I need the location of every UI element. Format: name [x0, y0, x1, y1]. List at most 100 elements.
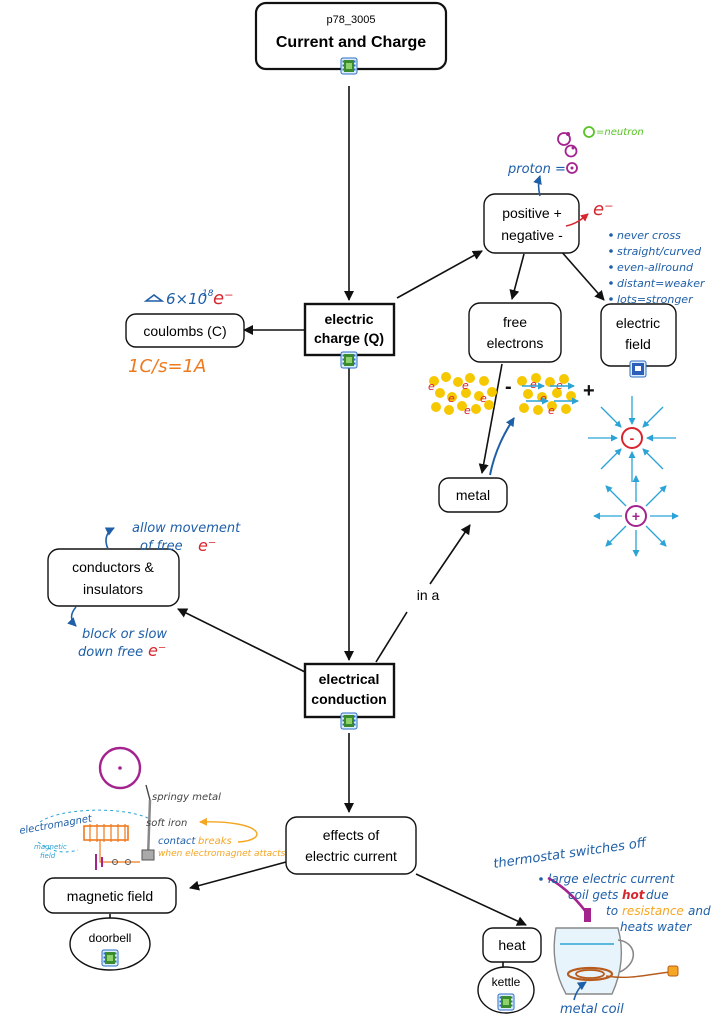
link-charge-posneg — [396, 250, 483, 299]
svg-text:effects of: effects of — [323, 827, 380, 843]
svg-text:conduction: conduction — [311, 691, 386, 707]
presentation-icon[interactable] — [629, 360, 647, 378]
node-electric-field[interactable]: electric field — [600, 303, 677, 367]
svg-text:allow movement: allow movement — [132, 521, 241, 536]
svg-text:electric current: electric current — [305, 848, 397, 864]
svg-text:large electric current: large electric current — [548, 872, 676, 886]
svg-text:never cross: never cross — [617, 229, 681, 242]
link-effects-heat — [415, 873, 527, 926]
svg-text:when electromagnet attacts: when electromagnet attacts — [158, 849, 286, 859]
plus-sign: + — [583, 380, 595, 402]
title-id: p78_3005 — [327, 14, 376, 26]
video-icon[interactable] — [340, 712, 358, 730]
node-effects-electric-current[interactable]: effects of electric current — [285, 816, 417, 875]
svg-text:insulators: insulators — [83, 581, 143, 597]
svg-text:distant=weaker: distant=weaker — [617, 277, 706, 290]
link-label-in-a: in a — [417, 587, 440, 603]
svg-text:coulombs (C): coulombs (C) — [143, 323, 226, 339]
node-heat[interactable]: heat — [482, 927, 542, 963]
svg-text:e⁻: e⁻ — [148, 641, 166, 660]
svg-text:due: due — [646, 888, 669, 902]
video-icon[interactable] — [340, 57, 358, 75]
svg-text:metal coil: metal coil — [560, 1002, 624, 1017]
svg-text:block or slow: block or slow — [82, 627, 167, 642]
node-electrical-conduction[interactable]: electrical conduction — [303, 662, 396, 719]
doorbell-sketch: springy metal electromagnet soft iron ma… — [19, 746, 286, 870]
title-node[interactable]: p78_3005 Current and Charge — [254, 1, 448, 71]
svg-text:+: + — [632, 508, 640, 524]
svg-text:e: e — [448, 392, 455, 405]
svg-text:resistance: resistance — [622, 904, 684, 918]
node-conductors-insulators[interactable]: conductors & insulators — [47, 548, 180, 607]
svg-text:positive +: positive + — [502, 205, 562, 221]
svg-text:magnetic field: magnetic field — [67, 888, 153, 904]
svg-text:hot: hot — [622, 888, 646, 902]
svg-text:kettle: kettle — [492, 975, 521, 989]
annotation-heat-explanation: large electric current coil gets hot due… — [539, 872, 711, 934]
svg-text:e⁻: e⁻ — [213, 288, 234, 309]
minus-sign: - — [505, 376, 512, 398]
svg-text:down free: down free — [78, 645, 143, 660]
svg-text:6×10: 6×10 — [166, 290, 207, 308]
svg-text:straight/curved: straight/curved — [617, 245, 702, 258]
svg-text:heats water: heats water — [620, 920, 692, 934]
svg-text:electrical: electrical — [319, 671, 380, 687]
video-icon[interactable] — [340, 351, 358, 369]
svg-text:e: e — [464, 404, 471, 417]
node-coulombs[interactable]: coulombs (C) — [125, 313, 245, 348]
svg-text:e⁻: e⁻ — [593, 199, 614, 220]
link-conduction-ina — [375, 611, 408, 663]
title-text: Current and Charge — [276, 34, 426, 51]
connectors — [109, 86, 605, 969]
svg-text:free: free — [503, 314, 527, 330]
svg-text:18: 18 — [202, 289, 214, 299]
video-icon[interactable] — [101, 949, 119, 967]
node-doorbell[interactable]: doorbell — [69, 917, 151, 971]
svg-text:-: - — [630, 430, 635, 446]
electron-sea-sketch: e e e e e e e e e - + — [428, 372, 595, 476]
svg-text:even-allround: even-allround — [617, 261, 694, 274]
svg-text:negative -: negative - — [501, 227, 563, 243]
svg-text:coil gets: coil gets — [568, 888, 618, 902]
svg-text:metal: metal — [456, 487, 490, 503]
annotation-block-or-slow: block or slow down free e⁻ — [67, 606, 167, 660]
svg-text:e: e — [548, 404, 555, 417]
link-ina-metal — [429, 524, 471, 585]
node-kettle[interactable]: kettle — [477, 966, 535, 1014]
svg-text:doorbell: doorbell — [89, 931, 132, 945]
svg-text:magnetic: magnetic — [34, 843, 67, 851]
svg-text:e: e — [530, 378, 537, 391]
svg-text:electrons: electrons — [487, 335, 544, 351]
annotation-neutron: =neutron — [557, 126, 644, 158]
svg-text:breaks: breaks — [198, 836, 232, 847]
node-metal[interactable]: metal — [438, 477, 508, 513]
svg-text:to: to — [606, 904, 618, 918]
annotation-allow-movement: allow movement of free e⁻ — [104, 521, 241, 555]
link-posneg-field — [559, 249, 605, 301]
positive-charge-field: + — [593, 475, 679, 557]
svg-text:lots=stronger: lots=stronger — [617, 293, 694, 306]
node-magnetic-field[interactable]: magnetic field — [43, 877, 177, 914]
svg-text:charge (Q): charge (Q) — [314, 330, 384, 346]
video-icon[interactable] — [497, 993, 515, 1011]
svg-text:proton =: proton = — [507, 162, 566, 177]
svg-text:field: field — [625, 336, 651, 352]
node-free-electrons[interactable]: free electrons — [468, 302, 562, 363]
svg-text:e: e — [428, 380, 435, 393]
svg-text:=neutron: =neutron — [596, 127, 644, 138]
node-electric-charge[interactable]: electric charge (Q) — [303, 302, 396, 357]
annotation-electron-symbol: e⁻ — [565, 199, 614, 227]
node-positive-negative[interactable]: positive + negative - — [483, 193, 580, 254]
annotation-electron-count: 6×10 18 e⁻ — [143, 288, 234, 309]
svg-text:e: e — [480, 392, 487, 405]
link-free-metal — [478, 363, 503, 474]
svg-text:e: e — [540, 392, 547, 405]
svg-text:and: and — [688, 904, 711, 918]
svg-text:field: field — [40, 852, 56, 860]
link-posneg-free — [509, 253, 525, 300]
svg-text:electromagnet: electromagnet — [19, 813, 94, 837]
svg-text:electric: electric — [616, 315, 660, 331]
link-conduction-conductors — [177, 608, 306, 673]
annotation-proton: proton = — [507, 162, 578, 197]
